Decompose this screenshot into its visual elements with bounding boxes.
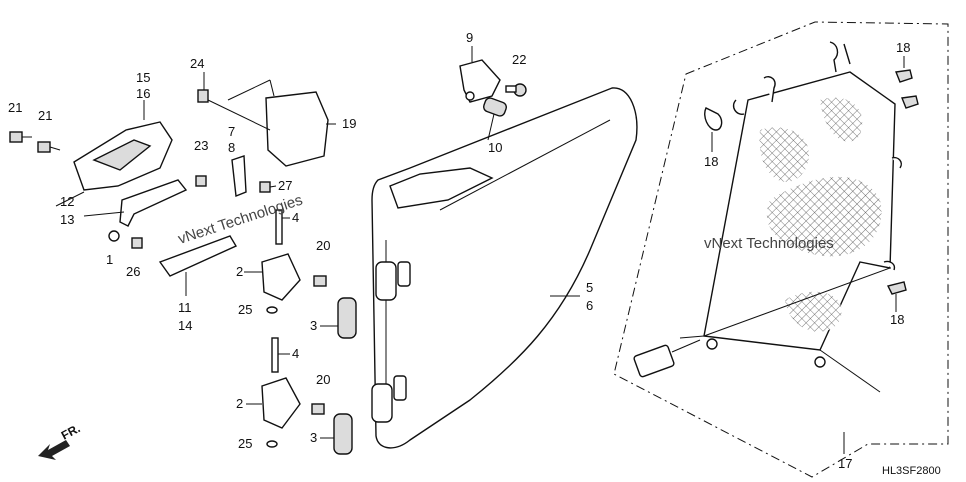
handle-housing: [73, 121, 173, 191]
callout-12: 12: [60, 194, 74, 209]
callout-1: 1: [106, 252, 113, 267]
bolt-20-upper: [313, 275, 327, 287]
callout-17: 17: [838, 456, 852, 471]
watermark: vNext Technologies: [176, 192, 305, 248]
front-direction-arrow: FR.: [38, 421, 82, 460]
callout-25: 25: [238, 436, 252, 451]
hinge-bracket-2-lower: [261, 377, 301, 429]
callout-21: 21: [38, 108, 52, 123]
clip-18-top-right: [895, 69, 919, 109]
callout-13: 13: [60, 212, 74, 227]
screw-22: [505, 83, 527, 97]
bolt-20-lower: [311, 403, 325, 415]
bracket-plate-11-14: [158, 235, 238, 277]
callout-26: 26: [126, 264, 140, 279]
net-panel: [633, 41, 902, 393]
leader-lines: [55, 46, 905, 454]
callout-10: 10: [488, 140, 502, 155]
callout-22: 22: [512, 52, 526, 67]
front-label: FR.: [59, 421, 83, 442]
washer-25-upper: [266, 306, 278, 314]
callout-4: 4: [292, 210, 299, 225]
bolt-23: [195, 175, 207, 187]
callout-20: 20: [316, 238, 330, 253]
hinge-bracket-2-upper: [261, 253, 301, 301]
grommet-3-lower: [333, 413, 353, 455]
callout-11: 11: [178, 300, 192, 315]
callout-3: 3: [310, 318, 317, 333]
latch-bracket: [459, 59, 501, 103]
clip-18-lower-right: [886, 281, 907, 295]
callout-25: 25: [238, 302, 252, 317]
diagram-code: HL3SF2800: [882, 465, 941, 477]
callout-16: 16: [136, 86, 150, 101]
bumper-10: [482, 97, 508, 117]
callout-4: 4: [292, 346, 299, 361]
bolt-27: [259, 181, 271, 193]
watermark: vNext Technologies: [704, 235, 834, 252]
callout-5: 5: [586, 280, 593, 295]
callout-18: 18: [704, 154, 718, 169]
callout-23: 23: [194, 138, 208, 153]
clip-18-left: [704, 107, 723, 131]
bolts-21: [9, 131, 61, 153]
callout-18: 18: [896, 40, 910, 55]
callout-8: 8: [228, 140, 235, 155]
callout-2: 2: [236, 396, 243, 411]
door-panel: [371, 87, 638, 449]
grommet-3-upper: [337, 297, 357, 339]
pin-4-lower: [271, 337, 279, 373]
callout-6: 6: [586, 298, 593, 313]
callout-21: 21: [8, 100, 22, 115]
bracket-7-8: [231, 155, 247, 197]
callout-14: 14: [178, 318, 192, 333]
callout-20: 20: [316, 372, 330, 387]
bolt-26: [131, 237, 143, 249]
callout-2: 2: [236, 264, 243, 279]
callout-18: 18: [890, 312, 904, 327]
bolt-24: [197, 89, 209, 103]
spring-1: [108, 230, 120, 242]
cover-19: [265, 91, 329, 167]
callout-19: 19: [342, 116, 356, 131]
washer-25-lower: [266, 440, 278, 448]
callout-9: 9: [466, 30, 473, 45]
callout-27: 27: [278, 178, 292, 193]
callout-3: 3: [310, 430, 317, 445]
callout-7: 7: [228, 124, 235, 139]
callout-15: 15: [136, 70, 150, 85]
handle-lever: [119, 179, 188, 227]
callout-24: 24: [190, 56, 204, 71]
pin-4-upper: [275, 209, 283, 245]
